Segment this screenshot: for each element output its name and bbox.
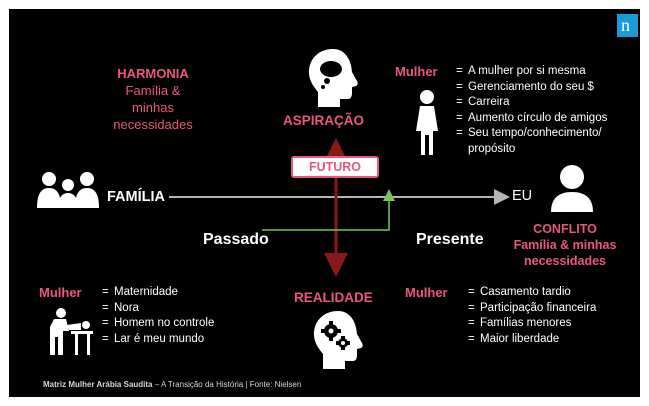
conflito-title: CONFLITO — [533, 222, 597, 236]
list-item: =Casamento tardio — [468, 286, 571, 298]
head-gears-icon — [313, 311, 363, 369]
list-item: =Gerenciamento do seu $ — [456, 80, 594, 93]
list-item: =A mulher por si mesma — [456, 65, 586, 77]
realidade-label: REALIDADE — [294, 290, 373, 305]
list-item: =Carreira — [456, 96, 510, 108]
transition-arrow — [262, 189, 395, 231]
list-item: =Seu tempo/conhecimento/ — [456, 127, 602, 139]
footer-rest: – A Transição da História | Fonte: Niels… — [152, 380, 302, 389]
list-item: =Participação financeira — [468, 301, 597, 314]
bottom-left-title: Mulher — [39, 285, 82, 300]
harmonia-line2: minhas — [132, 100, 174, 115]
family-icon — [37, 172, 99, 208]
slide: n HARMONIA Família & minhas necessidades — [9, 9, 640, 397]
person-icon — [551, 165, 593, 212]
logo-letter: n — [621, 15, 630, 35]
futuro-label: FUTURO — [308, 160, 362, 174]
harmonia-line3: necessidades — [113, 117, 193, 132]
list-item: =Lar é meu mundo — [102, 332, 205, 345]
list-item: =Famílias menores — [468, 317, 572, 329]
footer: Matriz Mulher Arábia Saudita – A Transiç… — [43, 380, 301, 389]
nielsen-logo — [617, 14, 638, 37]
mother-baby-icon — [50, 308, 93, 355]
list-item: =Aumento círculo de amigos — [456, 111, 608, 124]
top-right-list: =A mulher por si mesma =Gerenciamento do… — [456, 64, 607, 157]
eu-label: EU — [512, 188, 533, 204]
conflito-line1: Família & minhas — [513, 238, 617, 252]
bottom-right-list: =Casamento tardio =Participação financei… — [468, 285, 596, 347]
list-item: =Maternidade — [102, 286, 178, 298]
list-item: =Maior liberdade — [468, 332, 560, 345]
passado-label: Passado — [203, 231, 269, 248]
conflito-block: CONFLITO Família & minhas necessidades — [505, 221, 625, 269]
list-item: =Homem no controle — [102, 317, 215, 329]
top-right-title: Mulher — [395, 64, 438, 79]
harmonia-block: HARMONIA Família & minhas necessidades — [93, 65, 213, 133]
footer-bold: Matriz Mulher Arábia Saudita — [43, 380, 153, 389]
conflito-line2: necessidades — [524, 254, 606, 268]
list-item: =Nora — [102, 301, 139, 314]
head-thought-icon — [308, 49, 358, 107]
futuro-box: FUTURO — [291, 156, 379, 178]
woman-icon — [416, 90, 438, 155]
presente-label: Presente — [416, 231, 484, 248]
harmonia-title: HARMONIA — [117, 66, 189, 81]
harmonia-line1: Família & — [125, 83, 181, 98]
list-item: propósito — [468, 142, 516, 155]
bottom-left-list: =Maternidade =Nora =Homem no controle =L… — [102, 285, 214, 347]
familia-label: FAMÍLIA — [107, 189, 165, 205]
bottom-right-title: Mulher — [405, 285, 448, 300]
aspiracao-label: ASPIRAÇÃO — [283, 113, 365, 128]
